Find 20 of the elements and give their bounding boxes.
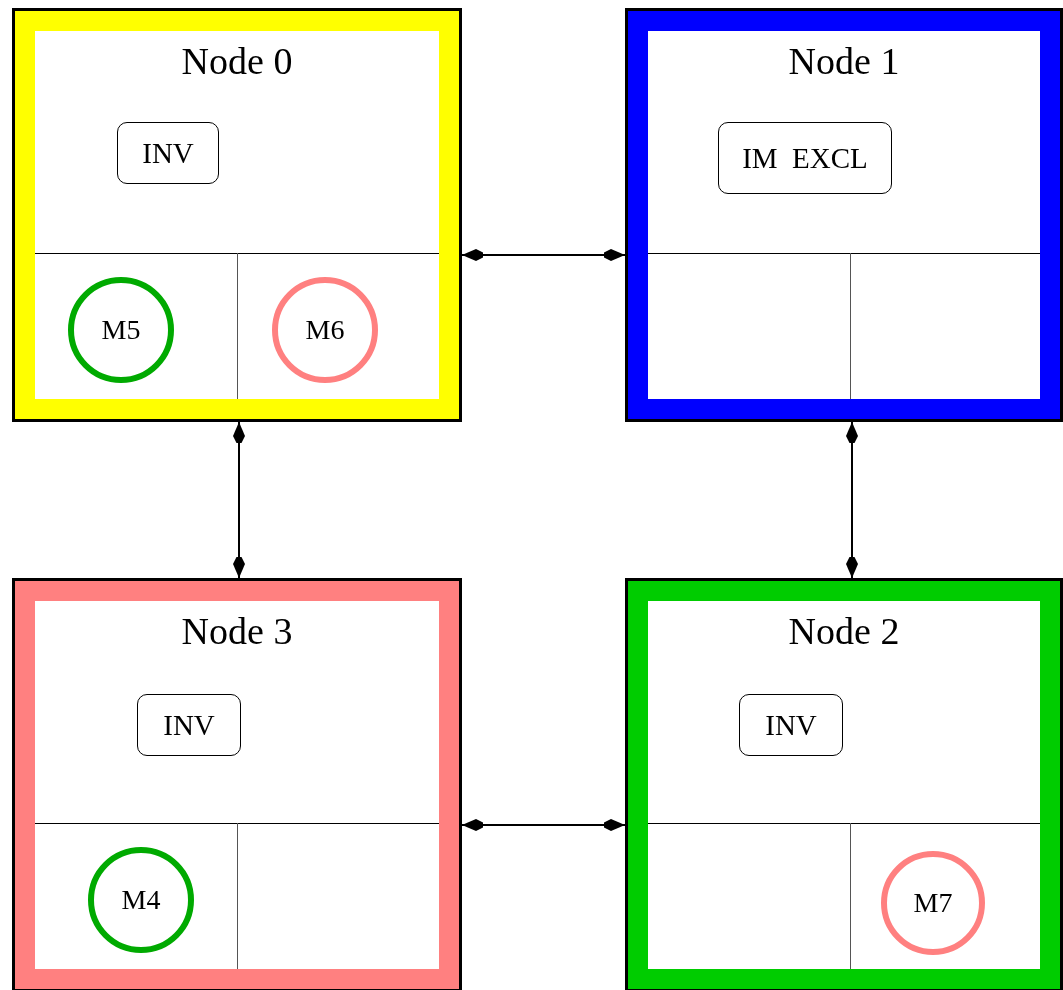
node-panel <box>12 578 462 990</box>
node-title: Node 3 <box>180 609 294 653</box>
module-circle: M4 <box>88 847 194 953</box>
double-arrow <box>461 249 626 261</box>
label-tag: INV <box>117 122 219 184</box>
label-tag: IM EXCL <box>718 122 892 194</box>
module-circle: M6 <box>272 277 378 383</box>
node-title: Node 1 <box>787 39 901 83</box>
node-panel <box>12 8 462 422</box>
node-title: Node 0 <box>180 39 294 83</box>
node-panel <box>625 578 1063 990</box>
double-arrow <box>846 421 858 579</box>
double-arrow <box>461 819 626 831</box>
module-circle: M5 <box>68 277 174 383</box>
node-panel <box>625 8 1063 422</box>
module-circle: M7 <box>881 851 985 955</box>
node-title: Node 2 <box>787 609 901 653</box>
double-arrow <box>233 421 245 579</box>
label-tag: INV <box>739 694 843 756</box>
label-tag: INV <box>137 694 241 756</box>
